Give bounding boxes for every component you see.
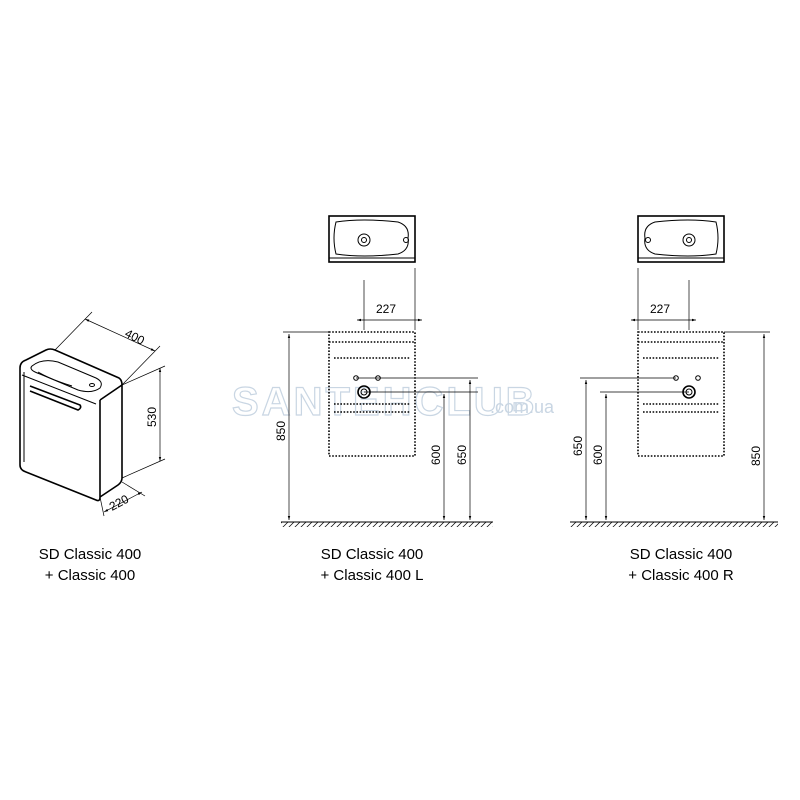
caption-left: SD Classic 400 + Classic 400 L	[292, 544, 452, 586]
cabinet-outline-left	[328, 331, 416, 457]
watermark: SANTEHCLUB .com.ua	[231, 379, 555, 424]
cabinet-front	[19, 368, 101, 502]
isometric-cabinet-view: 400 530 220	[19, 311, 166, 517]
cabinet-right-side	[99, 383, 123, 498]
dim-total-right: 850	[749, 446, 763, 466]
dim-width-label: 400	[123, 326, 147, 348]
dim-offset-right: 227	[650, 302, 670, 316]
dim-depth-label: 220	[107, 492, 132, 514]
floor-left	[281, 522, 493, 527]
faucet-hole	[89, 383, 95, 387]
dim-h2-right: 650	[571, 436, 585, 456]
caption-right: SD Classic 400 + Classic 400 R	[601, 544, 761, 586]
caption-left-line1: SD Classic 400	[320, 546, 424, 563]
watermark-brand: SANTEHCLUB	[232, 380, 538, 424]
dim-h1-left: 600	[429, 445, 443, 465]
caption-left-line2: + Classic 400 L	[320, 567, 424, 584]
floor-right	[570, 522, 778, 527]
caption-iso-line2: + Classic 400	[44, 567, 136, 584]
dim-height-label: 530	[145, 407, 159, 427]
caption-right-line1: SD Classic 400	[629, 546, 733, 563]
dim-offset-left: 227	[376, 302, 396, 316]
cabinet-top	[19, 348, 123, 386]
caption-right-line2: + Classic 400 R	[628, 567, 734, 584]
caption-iso: SD Classic 400 + Classic 400	[10, 544, 170, 586]
basin-bowl	[30, 360, 102, 393]
right-version-view: 227 850 650 600	[570, 215, 778, 527]
door-handle	[29, 385, 82, 411]
watermark-domain: .com.ua	[490, 397, 555, 417]
dim-total-left: 850	[274, 421, 288, 441]
dim-h2-left: 650	[455, 445, 469, 465]
dim-h1-right: 600	[591, 445, 605, 465]
left-version-view: 227 850 600 650	[274, 215, 493, 527]
faucet-hole-right	[645, 237, 651, 243]
water-supply-2-right	[695, 375, 701, 381]
basin-top-view-right	[637, 215, 725, 263]
faucet-hole-left	[403, 237, 409, 243]
caption-iso-line1: SD Classic 400	[38, 546, 142, 563]
cabinet-outline-right	[637, 331, 725, 457]
basin-top-view-left	[328, 215, 416, 263]
